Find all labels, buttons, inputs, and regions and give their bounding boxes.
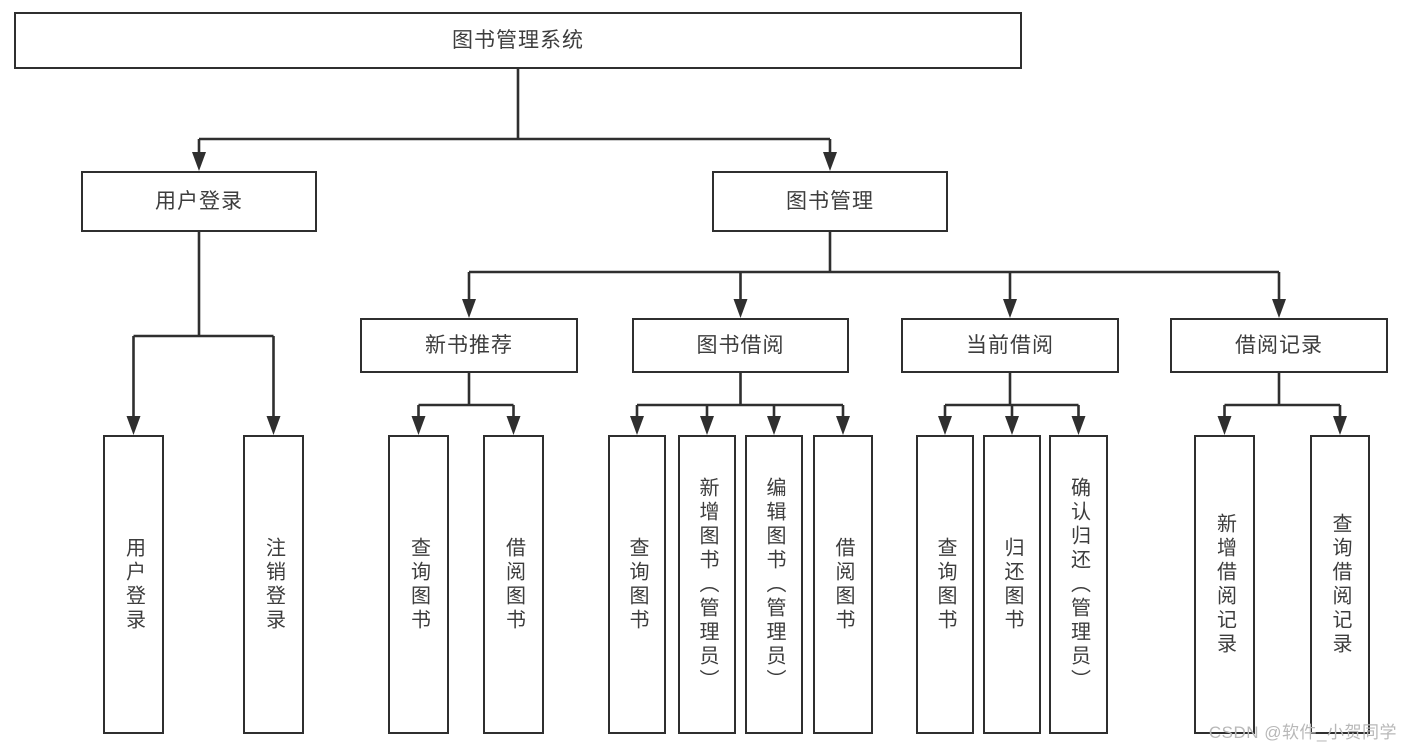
connector-arrowhead [767, 416, 781, 435]
node-leaf-11[interactable]: 新增借阅记录 [1194, 435, 1255, 734]
node-level2-3[interactable]: 借阅记录 [1170, 318, 1388, 373]
node-level2-0[interactable]: 新书推荐 [360, 318, 578, 373]
node-label: 新书推荐 [425, 333, 513, 357]
connector-arrowhead [630, 416, 644, 435]
connector-arrowhead [836, 416, 850, 435]
node-leaf-2[interactable]: 查询图书 [388, 435, 449, 734]
node-label: 图书借阅 [696, 333, 785, 357]
node-label: 新增图书（管理员） [696, 476, 718, 693]
connector-arrowhead [411, 416, 426, 435]
connector-arrowhead [126, 416, 141, 435]
node-leaf-10[interactable]: 确认归还（管理员） [1049, 435, 1108, 734]
connector-arrowhead [266, 416, 281, 435]
node-leaf-8[interactable]: 查询图书 [916, 435, 974, 734]
node-level2-2[interactable]: 当前借阅 [901, 318, 1119, 373]
node-label: 用户登录 [122, 536, 145, 633]
connector-arrowhead [1003, 299, 1017, 318]
connector-arrowhead [733, 299, 748, 318]
node-leaf-7[interactable]: 借阅图书 [813, 435, 873, 734]
node-leaf-0[interactable]: 用户登录 [103, 435, 164, 734]
node-leaf-3[interactable]: 借阅图书 [483, 435, 544, 734]
node-label: 查询图书 [407, 536, 430, 633]
node-label: 归还图书 [1001, 536, 1023, 633]
connector-arrowhead [506, 416, 521, 435]
node-label: 图书管理 [786, 189, 874, 213]
node-level1-1[interactable]: 图书管理 [712, 171, 948, 232]
node-label: 查询图书 [626, 536, 648, 633]
connector-arrowhead [1005, 416, 1019, 435]
node-leaf-4[interactable]: 查询图书 [608, 435, 666, 734]
node-label: 编辑图书（管理员） [763, 476, 785, 693]
node-label: 借阅图书 [832, 536, 854, 633]
node-label: 确认归还（管理员） [1067, 476, 1090, 693]
connector-arrowhead [938, 416, 952, 435]
node-leaf-5[interactable]: 新增图书（管理员） [678, 435, 736, 734]
node-leaf-6[interactable]: 编辑图书（管理员） [745, 435, 803, 734]
node-leaf-1[interactable]: 注销登录 [243, 435, 304, 734]
connector-arrowhead [1333, 416, 1347, 435]
node-label: 注销登录 [262, 536, 285, 633]
node-label: 当前借阅 [966, 333, 1054, 357]
node-label: 新增借阅记录 [1213, 512, 1236, 657]
connector-arrowhead [823, 152, 837, 171]
node-root[interactable]: 图书管理系统 [14, 12, 1022, 69]
node-leaf-12[interactable]: 查询借阅记录 [1310, 435, 1370, 734]
node-label: 图书管理系统 [452, 28, 584, 52]
connector-arrowhead [462, 299, 476, 318]
connector-arrowhead [1272, 299, 1286, 318]
connector-arrowhead [1071, 416, 1086, 435]
node-label: 借阅记录 [1235, 333, 1323, 357]
node-label: 借阅图书 [502, 536, 525, 633]
node-level1-0[interactable]: 用户登录 [81, 171, 317, 232]
connector-arrowhead [1217, 416, 1232, 435]
node-label: 查询图书 [934, 536, 956, 633]
node-leaf-9[interactable]: 归还图书 [983, 435, 1041, 734]
node-level2-1[interactable]: 图书借阅 [632, 318, 849, 373]
node-label: 查询借阅记录 [1329, 512, 1351, 657]
connector-arrowhead [700, 416, 714, 435]
watermark-label: CSDN @软件_小贺同学 [1208, 723, 1397, 742]
node-label: 用户登录 [155, 189, 243, 213]
connector-arrowhead [192, 152, 206, 171]
